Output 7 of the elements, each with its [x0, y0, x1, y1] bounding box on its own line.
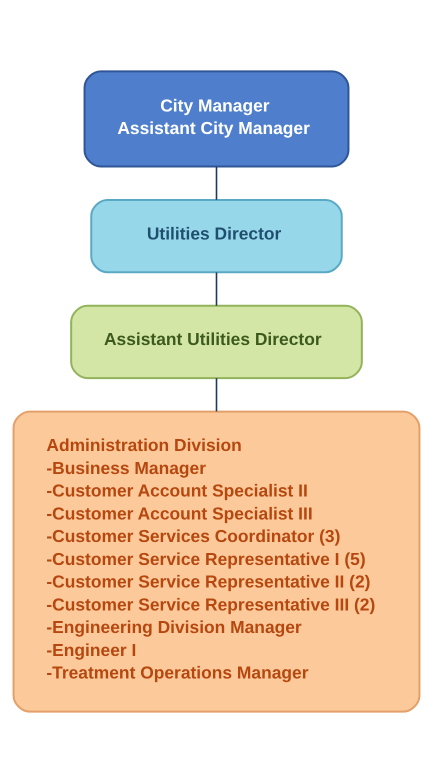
- connector: [216, 166, 218, 200]
- connector: [216, 378, 218, 411]
- node-box: City Manager Assistant City Manager: [84, 70, 350, 167]
- node-box: Administration Division -Business Manager -Customer Account Specialist II -Customer Account Specialist III -Customer Services Coordinator (3) -Customer Service Representative I (5) -Customer Service Representative II (2) -Customer Service Representative III (2) -Engineering Division Manager -Engineer I -Treatment Operations Manager: [12, 410, 420, 712]
- connector: [216, 272, 218, 306]
- node-box: Utilities Director: [90, 198, 343, 273]
- node-box: Assistant Utilities Director: [70, 304, 363, 379]
